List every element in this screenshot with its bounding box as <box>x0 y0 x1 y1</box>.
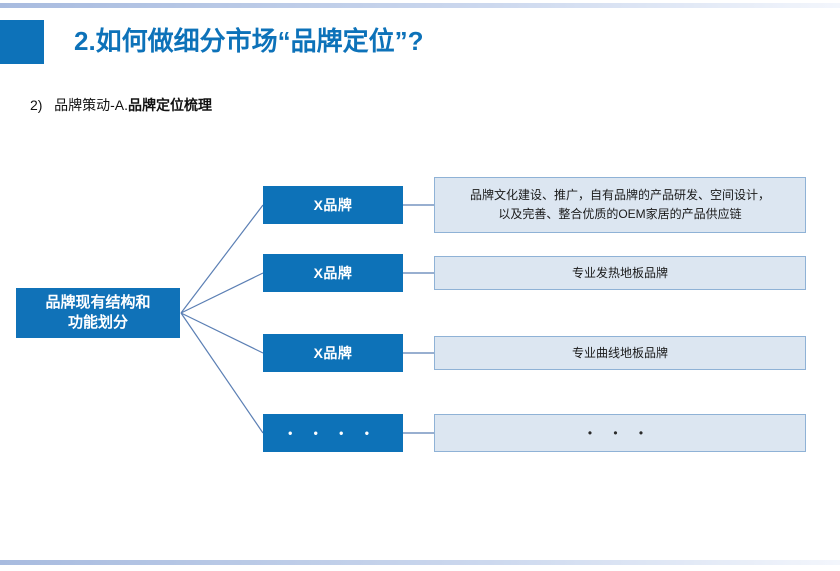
brand-node-2-label: X品牌 <box>313 265 353 281</box>
page-title: 2.如何做细分市场“品牌定位”? <box>74 26 424 56</box>
description-node-2: 专业发热地板品牌 <box>434 256 806 290</box>
brand-node-1: X品牌 <box>263 186 403 224</box>
root-node-label-line1: 品牌现有结构和 <box>45 294 151 311</box>
root-node-label-line2: 功能划分 <box>67 314 128 331</box>
title-accent-square <box>0 20 44 64</box>
subtitle-number: 2) <box>30 97 43 113</box>
description-node-2-line1: 专业发热地板品牌 <box>571 265 668 280</box>
description-node-1-line2: 以及完善、整合优质的OEM家居的产品供应链 <box>498 207 742 221</box>
description-node-1-line1: 品牌文化建设、推广，自有品牌的产品研发、空间设计， <box>469 188 770 202</box>
brand-node-3: X品牌 <box>263 334 403 372</box>
brand-node-3-label: X品牌 <box>313 345 353 361</box>
brand-node-4-dots: • • • • <box>288 426 378 440</box>
bottom-divider-rule <box>0 560 840 565</box>
root-node-brand-structure: 品牌现有结构和 功能划分 <box>16 288 180 338</box>
top-divider-rule <box>0 3 840 8</box>
description-node-3-line1: 专业曲线地板品牌 <box>571 345 668 360</box>
brand-node-4-ellipsis: • • • • <box>263 414 403 452</box>
subtitle-strong-text: 品牌定位梳理 <box>128 97 213 113</box>
subtitle: 2) 品牌策动-A.品牌定位梳理 <box>30 95 212 115</box>
brand-node-1-label: X品牌 <box>313 197 353 213</box>
description-node-1: 品牌文化建设、推广，自有品牌的产品研发、空间设计， 以及完善、整合优质的OEM家… <box>434 177 806 233</box>
description-node-3: 专业曲线地板品牌 <box>434 336 806 370</box>
description-node-4-dots: • • • <box>587 426 653 440</box>
description-node-4-ellipsis: • • • <box>434 414 806 452</box>
subtitle-light-text: 品牌策动-A. <box>54 97 129 113</box>
brand-node-2: X品牌 <box>263 254 403 292</box>
